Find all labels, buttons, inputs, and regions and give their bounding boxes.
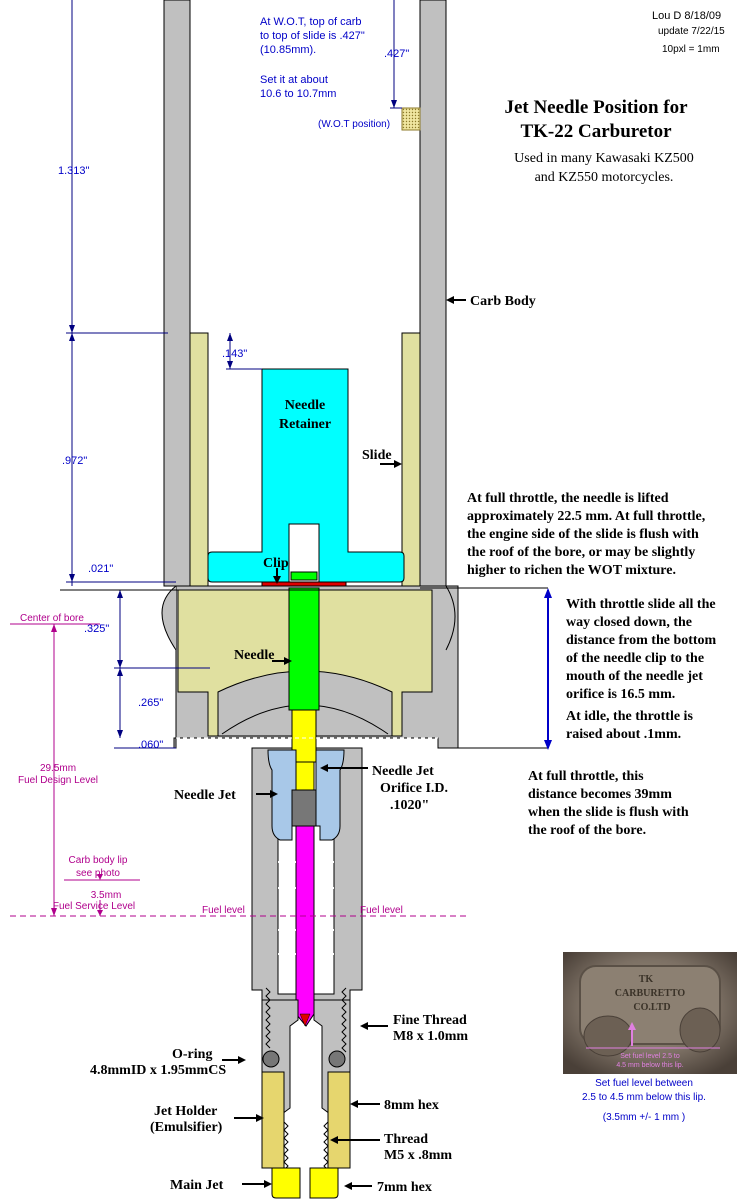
clip-label: Clip — [263, 556, 289, 571]
carb-body-right-wall — [419, 0, 447, 587]
jet-holder-hex-left — [261, 1071, 285, 1169]
full-throttle-note-4: the roof of the bore, or may be slightly — [467, 545, 695, 560]
dim-325: .325" — [84, 623, 109, 635]
main-jet-label: Main Jet — [170, 1178, 224, 1193]
design-level-1: 29.5mm — [40, 763, 76, 774]
full-throttle2-note-4: the roof of the bore. — [528, 823, 646, 838]
service-level-2: Fuel Service Level — [53, 901, 135, 912]
carb-body-left-wall — [163, 0, 191, 587]
center-bore-label: Center of bore — [20, 613, 84, 624]
orifice-label-2: Orifice I.D. — [380, 781, 448, 796]
wot-note-5: 10.6 to 10.7mm — [260, 88, 336, 100]
o-ring-right — [328, 1050, 346, 1068]
needle-retainer — [207, 368, 405, 583]
o-ring-left — [262, 1050, 280, 1068]
design-level-2: Fuel Design Level — [18, 775, 98, 786]
carb-lip-photo — [563, 952, 737, 1074]
title-line-2: TK-22 Carburetor — [520, 121, 672, 142]
jet-holder-label-2: (Emulsifier) — [150, 1120, 223, 1135]
hex7-label: 7mm hex — [377, 1180, 432, 1195]
needle-retainer-label-1: Needle — [285, 398, 325, 413]
jet-holder — [261, 987, 351, 1179]
photo-caption-3: (3.5mm +/- 1 mm ) — [603, 1112, 686, 1123]
closed-note-5: mouth of the needle jet — [566, 669, 703, 684]
wot-note-4: Set it at about — [260, 74, 328, 86]
full-throttle-note-3: the engine side of the slide is flush wi… — [467, 527, 699, 542]
closed-note-1: With throttle slide all the — [566, 597, 716, 612]
orifice-label-1: Needle Jet — [372, 764, 434, 779]
slide-label: Slide — [362, 448, 392, 463]
thread-label-1: Thread — [384, 1132, 428, 1147]
needle-jet-orifice — [291, 789, 317, 827]
fine-thread-label-2: M8 x 1.0mm — [393, 1029, 468, 1044]
closed-note-8: raised about .1mm. — [566, 727, 681, 742]
main-jet — [271, 1167, 301, 1199]
closed-note-3: distance from the bottom — [566, 633, 717, 648]
dim-265: .265" — [138, 697, 163, 709]
jet-needle — [288, 571, 320, 1027]
photo-overlay-2: 4.5 mm below this lip. — [616, 1062, 683, 1069]
fuel-level-right: Fuel level — [360, 905, 403, 916]
full-throttle-note-1: At full throttle, the needle is lifted — [467, 491, 669, 506]
dim-021: .021" — [88, 563, 113, 575]
photo-stamp-2: CARBURETTO — [615, 988, 686, 999]
fuel-level-left: Fuel level — [202, 905, 245, 916]
needle-jet-label: Needle Jet — [174, 788, 236, 803]
update-label: update 7/22/15 — [658, 26, 725, 37]
wot-position-box — [401, 107, 421, 131]
fine-thread-label-1: Fine Thread — [393, 1013, 467, 1028]
oring-label-2: 4.8mmID x 1.95mmCS — [90, 1063, 226, 1078]
orifice-label-3: .1020" — [390, 798, 429, 813]
hex8-label: 8mm hex — [384, 1098, 439, 1113]
wot-note-2: to top of slide is .427" — [260, 30, 365, 42]
scale-label: 10pxl = 1mm — [662, 44, 720, 55]
photo-stamp-1: TK — [639, 974, 654, 985]
needle-jet — [267, 749, 297, 841]
closed-note-2: way closed down, the — [566, 615, 692, 630]
service-level-1: 3.5mm — [91, 890, 122, 901]
carb-body-label: Carb Body — [470, 294, 536, 309]
needle-retainer-label-2: Retainer — [279, 417, 331, 432]
dim-060: .060" — [138, 739, 163, 751]
lip-label-1: Carb body lip — [69, 855, 128, 866]
needle-label: Needle — [234, 648, 274, 663]
subtitle-line-1: Used in many Kawasaki KZ500 — [514, 151, 694, 166]
closed-note-6: orifice is 16.5 mm. — [566, 687, 675, 702]
slide-right-wall — [401, 332, 421, 587]
wot-note-1: At W.O.T, top of carb — [260, 16, 361, 28]
subtitle-line-2: and KZ550 motorcycles. — [535, 170, 674, 185]
author-label: Lou D 8/18/09 — [652, 10, 721, 22]
full-throttle-note-5: higher to richen the WOT mixture. — [467, 563, 676, 578]
closed-note-4: of the needle clip to the — [566, 651, 704, 666]
needle-clip — [261, 581, 347, 587]
dim-1313: 1.313" — [58, 165, 90, 177]
wot-note-3: (10.85mm). — [260, 44, 316, 56]
title-line-1: Jet Needle Position for — [504, 97, 688, 118]
photo-caption-2: 2.5 to 4.5 mm below this lip. — [582, 1092, 706, 1103]
lip-label-2: see photo — [76, 868, 120, 879]
full-throttle2-note-2: distance becomes 39mm — [528, 787, 672, 802]
thread-label-2: M5 x .8mm — [384, 1148, 452, 1163]
photo-overlay-1: Set fuel level 2.5 to — [620, 1053, 680, 1060]
closed-note-7: At idle, the throttle is — [566, 709, 693, 724]
oring-label-1: O-ring — [172, 1047, 212, 1062]
full-throttle2-note-3: when the slide is flush with — [528, 805, 689, 820]
dim-972: .972" — [62, 455, 87, 467]
wot-position-label: (W.O.T position) — [318, 119, 390, 130]
jet-holder-hex-right — [327, 1071, 351, 1169]
dim-427: .427" — [384, 48, 409, 60]
photo-stamp-3: CO.LTD — [633, 1002, 670, 1013]
slide-left-wall — [189, 332, 209, 587]
jet-holder-label-1: Jet Holder — [154, 1104, 217, 1119]
full-throttle2-note-1: At full throttle, this — [528, 769, 644, 784]
full-throttle-note-2: approximately 22.5 mm. At full throttle, — [467, 509, 705, 524]
photo-caption-1: Set fuel level between — [595, 1078, 693, 1089]
dim-143: .143" — [222, 348, 247, 360]
